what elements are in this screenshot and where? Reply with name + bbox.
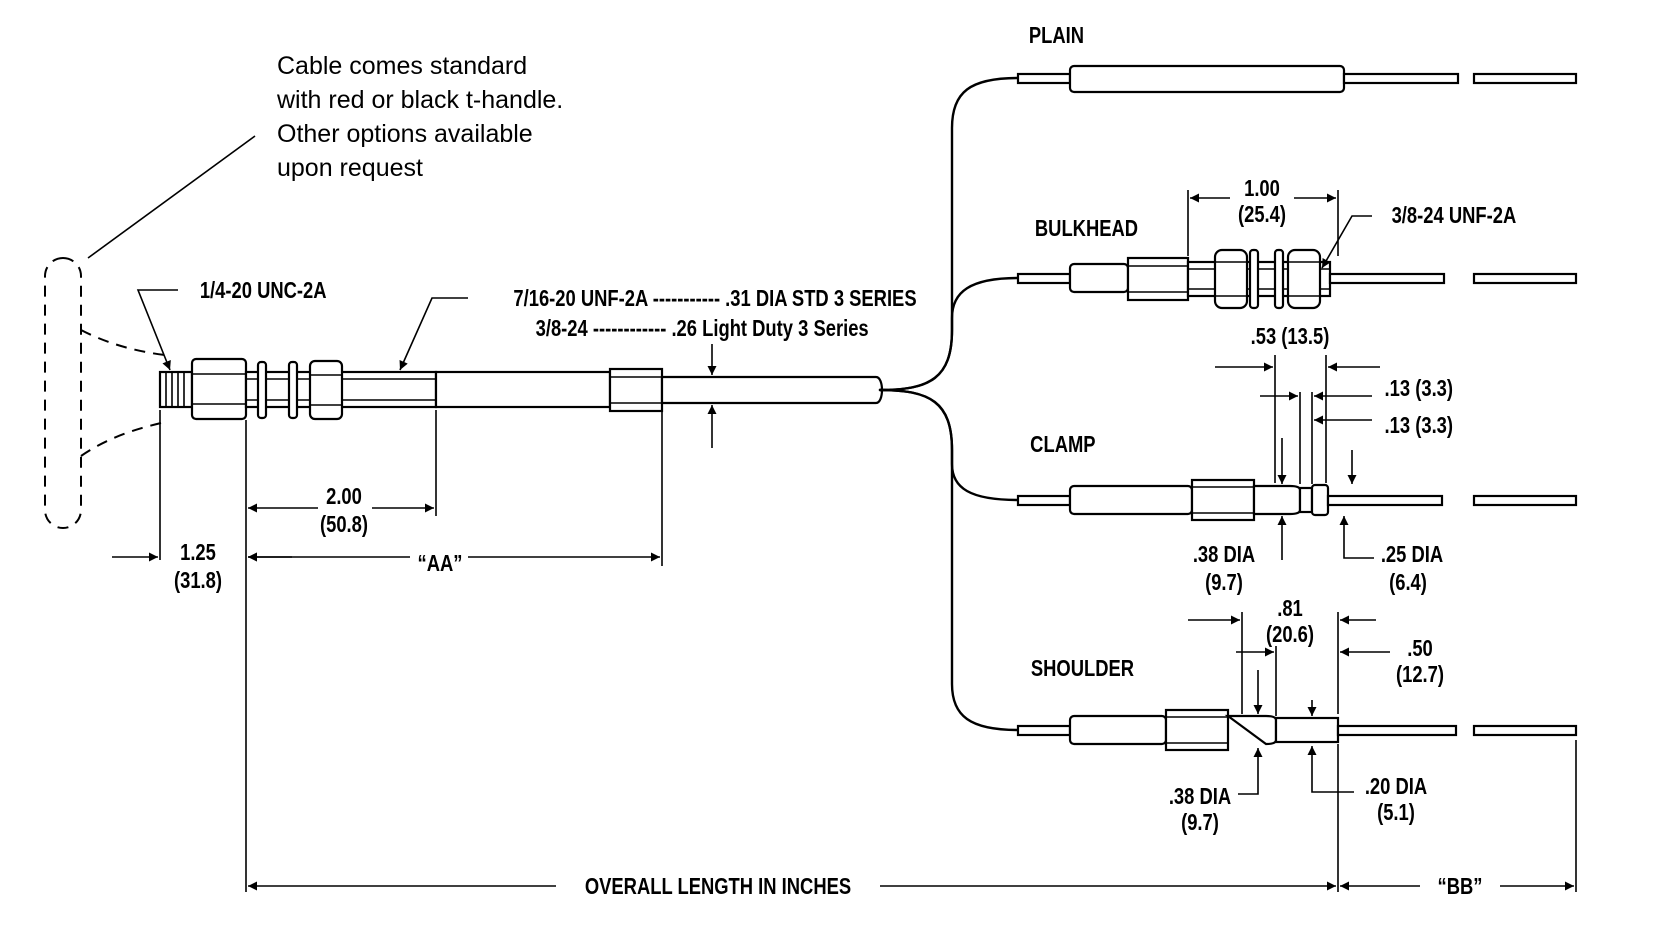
shoulder-dia-20-mm: (5.1): [1377, 800, 1415, 825]
shoulder-dia-20: .20 DIA: [1365, 774, 1427, 799]
cable-branches: [878, 76, 1020, 732]
clamp-dim-53: .53 (13.5): [1251, 324, 1330, 349]
clamp-probe: [1016, 478, 1578, 522]
shoulder-probe: [1016, 708, 1578, 752]
shoulder-dia-38: .38 DIA: [1169, 784, 1231, 809]
thread-light-label: 3/8-24 ------------ .26 Light Duty 3 Ser…: [536, 316, 869, 341]
dimension-lines: [112, 190, 1577, 892]
bulkhead-title: BULKHEAD: [1035, 216, 1138, 241]
dim-125-in: 1.25: [180, 540, 216, 565]
dim-aa: “AA”: [418, 551, 463, 576]
handle-note: Cable comes standard with red or black t…: [276, 52, 563, 182]
plain-probe: [1016, 64, 1578, 94]
bulkhead-dim-mm: (25.4): [1238, 202, 1286, 227]
note-line-4: upon request: [277, 154, 423, 182]
note-leader-line: [87, 135, 256, 259]
clamp-dim-13a: .13 (3.3): [1385, 376, 1453, 401]
dim-200-mm: (50.8): [320, 512, 368, 537]
plain-title: PLAIN: [1029, 23, 1084, 48]
thread-std-label: 7/16-20 UNF-2A ----------- .31 DIA STD 3…: [513, 286, 916, 311]
shoulder-dim-50-mm: (12.7): [1396, 662, 1444, 687]
note-line-2: with red or black t-handle.: [276, 86, 563, 114]
dim-bb: “BB”: [1438, 874, 1483, 899]
shoulder-title: SHOULDER: [1031, 656, 1134, 681]
main-cable-body: [158, 357, 884, 421]
clamp-dia-38: .38 DIA: [1193, 542, 1255, 567]
bulkhead-dim-in: 1.00: [1244, 176, 1280, 201]
shoulder-dia-38-mm: (9.7): [1181, 810, 1219, 835]
note-line-3: Other options available: [277, 120, 533, 148]
clamp-dia-25-mm: (6.4): [1389, 570, 1427, 595]
t-handle-outline: [44, 257, 166, 529]
clamp-title: CLAMP: [1030, 432, 1095, 457]
bulkhead-probe: [1016, 248, 1578, 310]
shoulder-dim-50-in: .50: [1407, 636, 1433, 661]
clamp-dia-38-mm: (9.7): [1205, 570, 1243, 595]
dim-125-mm: (31.8): [174, 568, 222, 593]
thread-small-label: 1/4-20 UNC-2A: [200, 278, 327, 303]
overall-length-label: OVERALL LENGTH IN INCHES: [585, 874, 851, 899]
clamp-dia-25: .25 DIA: [1381, 542, 1443, 567]
shoulder-dim-81-in: .81: [1277, 596, 1303, 621]
shoulder-dim-81-mm: (20.6): [1266, 622, 1314, 647]
clamp-dim-13b: .13 (3.3): [1385, 413, 1453, 438]
dim-200-in: 2.00: [326, 484, 362, 509]
note-line-1: Cable comes standard: [277, 52, 527, 80]
bulkhead-thread: 3/8-24 UNF-2A: [1392, 203, 1517, 228]
labels: 1/4-20 UNC-2A 7/16-20 UNF-2A -----------…: [174, 23, 1516, 899]
